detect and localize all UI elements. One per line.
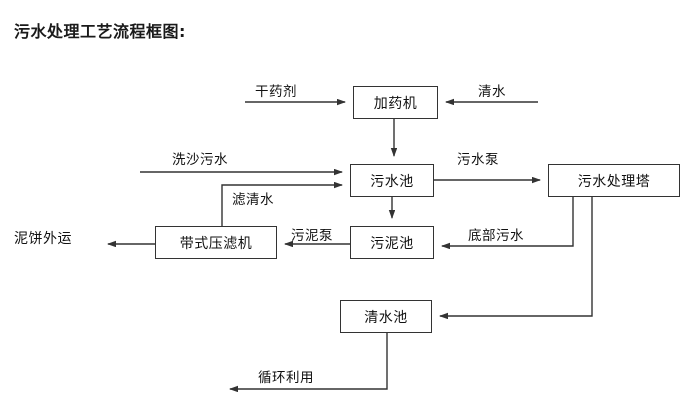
page-title: 污水处理工艺流程框图: <box>14 22 186 41</box>
edge-label-filtered-clear-water: 滤清水 <box>232 192 274 208</box>
edge-label-sand-wash-sewage: 洗沙污水 <box>172 152 228 168</box>
terminal-label-mud-cake-out: 泥饼外运 <box>14 231 72 247</box>
node-label: 污水处理塔 <box>577 173 651 190</box>
node-label: 污水池 <box>370 173 414 190</box>
node-label: 清水池 <box>364 309 408 326</box>
node-label: 污泥池 <box>370 235 414 252</box>
edge-label-clean-water: 清水 <box>478 84 506 100</box>
node-dosing-machine[interactable]: 加药机 <box>353 86 438 119</box>
edge-label-sewage-pump: 污水泵 <box>457 152 499 168</box>
edge-clear-pool-recycle <box>229 333 388 393</box>
node-treatment-tower[interactable]: 污水处理塔 <box>548 164 680 197</box>
edge-tower-bottom-water-to-sludge-pool <box>441 197 574 250</box>
node-label: 加药机 <box>373 95 418 112</box>
node-clear-water-pool[interactable]: 清水池 <box>340 300 432 333</box>
edge-label-recycle-reuse: 循环利用 <box>258 370 314 386</box>
node-belt-filter-press[interactable]: 带式压滤机 <box>155 226 277 259</box>
node-sludge-pool[interactable]: 污泥池 <box>350 226 434 259</box>
edge-filtrate-to-sewage-pool <box>221 181 343 226</box>
edge-tower-to-clear-pool <box>439 197 593 320</box>
edge-label-bottom-sewage: 底部污水 <box>468 228 524 244</box>
node-label: 带式压滤机 <box>179 235 253 252</box>
edge-label-sludge-pump: 污泥泵 <box>291 228 333 244</box>
node-sewage-pool[interactable]: 污水池 <box>350 164 434 197</box>
edge-label-dry-agent: 干药剂 <box>255 84 297 100</box>
